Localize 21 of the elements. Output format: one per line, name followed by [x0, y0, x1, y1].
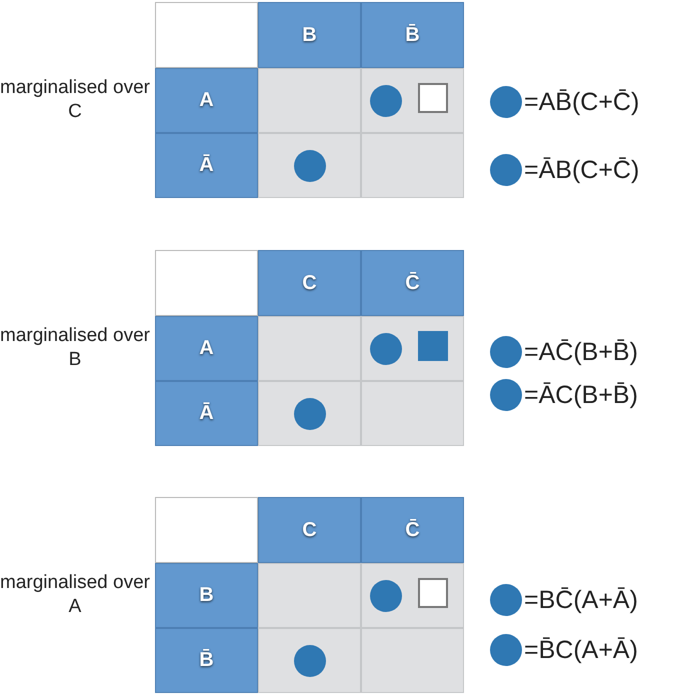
row-group-label: marginalised over B [0, 324, 150, 372]
formula-text: =B̄C(A+Ā) [524, 635, 638, 666]
row-header: A [155, 68, 258, 133]
formula-text: =ĀB(C+C̄) [524, 155, 640, 186]
row-group-label: marginalised over A [0, 571, 150, 619]
row-header: Ā [155, 381, 258, 446]
column-header: C [258, 497, 361, 563]
row-header: Ā [155, 133, 258, 198]
column-header: C̄ [361, 250, 464, 316]
row-header: A [155, 316, 258, 381]
column-header: B̄ [361, 2, 464, 68]
column-header: B [258, 2, 361, 68]
column-header: C [258, 250, 361, 316]
row-header: B̄ [155, 628, 258, 693]
formula-text: =AC̄(B+B̄) [524, 337, 638, 368]
formula-text: =ĀC(B+B̄) [524, 380, 638, 411]
formula-text: =AB̄(C+C̄) [524, 87, 640, 118]
row-group-label: marginalised over C [0, 76, 150, 124]
column-header: C̄ [361, 497, 464, 563]
formula-text: =BC̄(A+Ā) [524, 585, 638, 616]
row-header: B [155, 563, 258, 628]
